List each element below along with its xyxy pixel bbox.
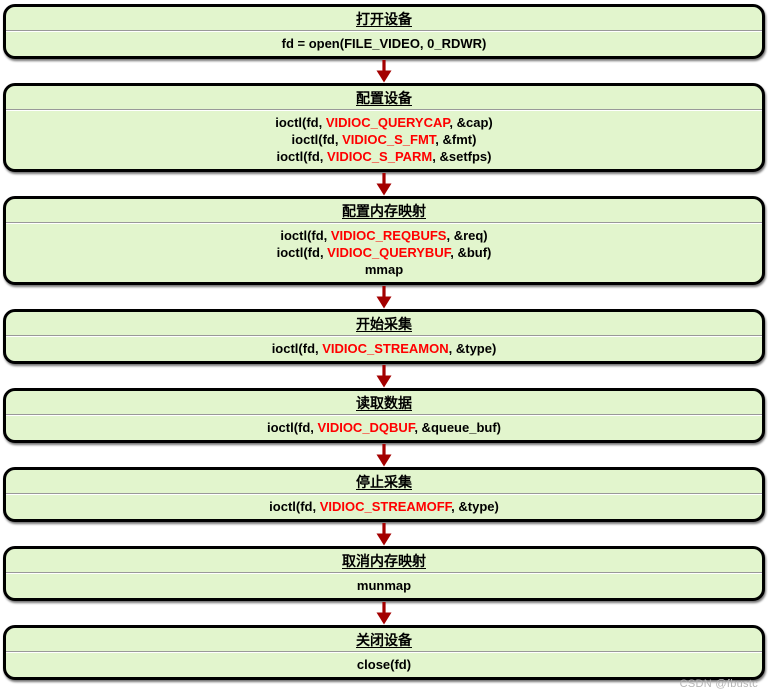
step-title-text: 读取数据 bbox=[356, 395, 412, 411]
highlighted-ioctl-command: VIDIOC_STREAMOFF bbox=[319, 499, 452, 514]
step-title-text: 打开设备 bbox=[356, 11, 412, 27]
flow-step-start-capture: 开始采集 ioctl(fd, VIDIOC_STREAMON, &type) bbox=[3, 309, 765, 364]
flow-step-stop-capture: 停止采集 ioctl(fd, VIDIOC_STREAMOFF, &type) bbox=[3, 467, 765, 522]
code-text: close(fd) bbox=[356, 657, 412, 672]
code-text: , &setfps) bbox=[432, 149, 492, 164]
code-text: , &buf) bbox=[450, 245, 492, 260]
code-line: ioctl(fd, VIDIOC_S_PARM, &setfps) bbox=[6, 148, 762, 165]
step-title: 打开设备 bbox=[6, 7, 762, 30]
code-text: ioctl(fd, bbox=[269, 499, 320, 514]
code-line: close(fd) bbox=[6, 656, 762, 673]
code-line: ioctl(fd, VIDIOC_STREAMON, &type) bbox=[6, 340, 762, 357]
code-text: ioctl(fd, bbox=[291, 132, 343, 147]
highlighted-ioctl-command: VIDIOC_QUERYCAP bbox=[325, 115, 450, 130]
flow-step-read-data: 读取数据 ioctl(fd, VIDIOC_DQBUF, &queue_buf) bbox=[3, 388, 765, 443]
code-line: ioctl(fd, VIDIOC_REQBUFS, &req) bbox=[6, 227, 762, 244]
flow-connector bbox=[3, 364, 765, 388]
code-text: , &type) bbox=[448, 341, 497, 356]
step-title: 取消内存映射 bbox=[6, 549, 762, 572]
code-text: , &type) bbox=[451, 499, 499, 514]
step-body: ioctl(fd, VIDIOC_STREAMON, &type) bbox=[6, 335, 762, 361]
down-arrow-icon bbox=[376, 601, 392, 624]
csdn-watermark: CSDN @fbustc bbox=[679, 678, 758, 690]
code-line: ioctl(fd, VIDIOC_S_FMT, &fmt) bbox=[6, 131, 762, 148]
highlighted-ioctl-command: VIDIOC_S_FMT bbox=[342, 132, 436, 147]
highlighted-ioctl-command: VIDIOC_REQBUFS bbox=[330, 228, 447, 243]
flow-connector bbox=[3, 285, 765, 309]
down-arrow-icon bbox=[376, 285, 392, 308]
code-text: munmap bbox=[356, 578, 412, 593]
down-arrow-icon bbox=[376, 522, 392, 545]
down-arrow-icon bbox=[376, 172, 392, 195]
code-text: fd = open(FILE_VIDEO, 0_RDWR) bbox=[281, 36, 487, 51]
code-line: ioctl(fd, VIDIOC_STREAMOFF, &type) bbox=[6, 498, 762, 515]
code-text: ioctl(fd, bbox=[275, 115, 326, 130]
step-body: ioctl(fd, VIDIOC_QUERYCAP, &cap)ioctl(fd… bbox=[6, 109, 762, 169]
step-title: 停止采集 bbox=[6, 470, 762, 493]
code-line: ioctl(fd, VIDIOC_QUERYCAP, &cap) bbox=[6, 114, 762, 131]
step-title-text: 关闭设备 bbox=[356, 632, 412, 648]
code-line: fd = open(FILE_VIDEO, 0_RDWR) bbox=[6, 35, 762, 52]
highlighted-ioctl-command: VIDIOC_S_PARM bbox=[327, 149, 433, 164]
step-title-text: 配置内存映射 bbox=[342, 203, 426, 219]
flow-connector bbox=[3, 601, 765, 625]
step-title: 读取数据 bbox=[6, 391, 762, 414]
highlighted-ioctl-command: VIDIOC_QUERYBUF bbox=[327, 245, 451, 260]
flow-step-open-device: 打开设备 fd = open(FILE_VIDEO, 0_RDWR) bbox=[3, 4, 765, 59]
code-text: ioctl(fd, bbox=[266, 420, 318, 435]
code-text: , &req) bbox=[446, 228, 488, 243]
step-title: 配置设备 bbox=[6, 86, 762, 109]
code-line: ioctl(fd, VIDIOC_DQBUF, &queue_buf) bbox=[6, 419, 762, 436]
code-text: mmap bbox=[364, 262, 404, 277]
step-title-text: 开始采集 bbox=[356, 316, 412, 332]
code-text: , &cap) bbox=[449, 115, 493, 130]
step-title-text: 停止采集 bbox=[356, 474, 412, 490]
down-arrow-icon bbox=[376, 443, 392, 466]
flow-step-unmap-memory: 取消内存映射 munmap bbox=[3, 546, 765, 601]
code-text: , &fmt) bbox=[435, 132, 477, 147]
step-body: munmap bbox=[6, 572, 762, 598]
step-title: 关闭设备 bbox=[6, 628, 762, 651]
code-text: ioctl(fd, bbox=[276, 245, 328, 260]
highlighted-ioctl-command: VIDIOC_DQBUF bbox=[317, 420, 415, 435]
v4l2-flowchart: 打开设备 fd = open(FILE_VIDEO, 0_RDWR) 配置设备 ioc… bbox=[3, 4, 765, 680]
step-body: ioctl(fd, VIDIOC_STREAMOFF, &type) bbox=[6, 493, 762, 519]
step-title: 配置内存映射 bbox=[6, 199, 762, 222]
highlighted-ioctl-command: VIDIOC_STREAMON bbox=[322, 341, 449, 356]
code-text: , &queue_buf) bbox=[414, 420, 501, 435]
down-arrow-icon bbox=[376, 59, 392, 82]
flow-connector bbox=[3, 172, 765, 196]
code-text: ioctl(fd, bbox=[276, 149, 328, 164]
code-text: ioctl(fd, bbox=[271, 341, 323, 356]
step-body: ioctl(fd, VIDIOC_DQBUF, &queue_buf) bbox=[6, 414, 762, 440]
step-title-text: 配置设备 bbox=[356, 90, 412, 106]
code-line: munmap bbox=[6, 577, 762, 594]
flow-step-close-device: 关闭设备 close(fd) bbox=[3, 625, 765, 680]
flow-connector bbox=[3, 443, 765, 467]
code-line: ioctl(fd, VIDIOC_QUERYBUF, &buf) bbox=[6, 244, 762, 261]
flow-connector bbox=[3, 59, 765, 83]
step-title-text: 取消内存映射 bbox=[342, 553, 426, 569]
code-text: ioctl(fd, bbox=[280, 228, 331, 243]
step-title: 开始采集 bbox=[6, 312, 762, 335]
step-body: fd = open(FILE_VIDEO, 0_RDWR) bbox=[6, 30, 762, 56]
flow-connector bbox=[3, 522, 765, 546]
step-body: close(fd) bbox=[6, 651, 762, 677]
code-line: mmap bbox=[6, 261, 762, 278]
down-arrow-icon bbox=[376, 364, 392, 387]
step-body: ioctl(fd, VIDIOC_REQBUFS, &req)ioctl(fd,… bbox=[6, 222, 762, 282]
